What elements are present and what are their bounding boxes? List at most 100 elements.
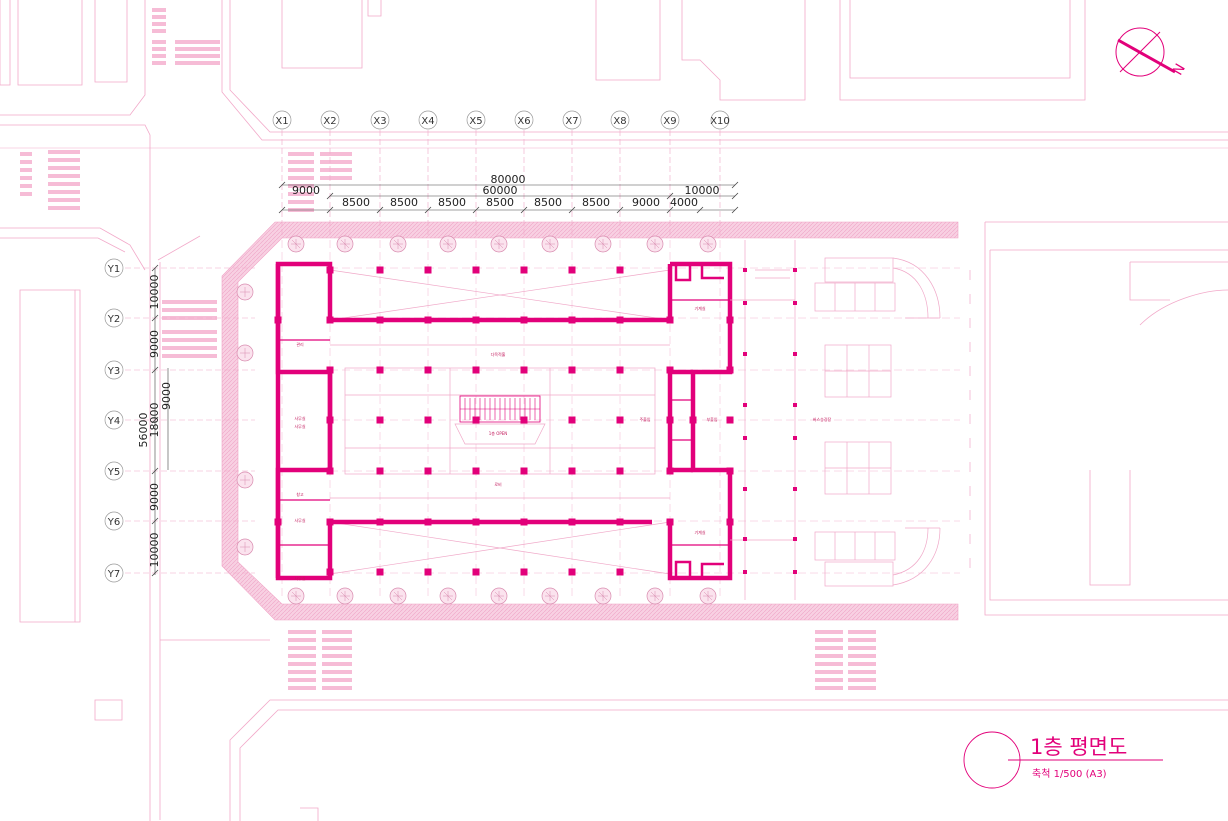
interior-lines [329, 269, 671, 575]
tree [336, 587, 354, 605]
column [666, 416, 674, 424]
dim-right: 10000 [685, 184, 720, 197]
tree [336, 235, 354, 253]
dim-bay-4: 8500 [486, 196, 514, 209]
column [666, 467, 674, 475]
grid-bubble-y [104, 258, 124, 278]
column [616, 266, 624, 274]
column [726, 467, 734, 475]
dim-y5-y6: 9000 [148, 483, 161, 511]
dim-tick [616, 206, 624, 214]
stair-core [460, 398, 540, 420]
dim-y1-y2: 10000 [148, 275, 161, 310]
grid-bubble-x [660, 110, 680, 130]
dim-tick [568, 206, 576, 214]
tree [541, 587, 559, 605]
canopy-area [730, 240, 971, 600]
column [689, 416, 697, 424]
dim-tick [731, 206, 739, 214]
tree [594, 235, 612, 253]
north-arrow: N [1115, 27, 1189, 78]
label-left-a: 관리 [296, 341, 304, 347]
tree [439, 235, 457, 253]
column [520, 518, 528, 526]
column [726, 518, 734, 526]
grid-label-x: X4 [421, 116, 434, 127]
grid-label-y: Y2 [107, 314, 120, 325]
column [326, 416, 334, 424]
dim-tick [151, 264, 159, 272]
grid-label-y: Y4 [107, 416, 120, 427]
crosswalk-left-mid [162, 300, 217, 358]
column [472, 467, 480, 475]
grid-label-y: Y5 [107, 467, 120, 478]
label-left-d: 창고 [296, 491, 304, 497]
dim-middle-y: 18000 [148, 403, 161, 438]
column [424, 316, 432, 324]
column [376, 467, 384, 475]
grid-label-y: Y1 [107, 264, 120, 275]
grid-bubble-y [104, 511, 124, 531]
column [326, 568, 334, 576]
dim-y2-y3: 9000 [148, 330, 161, 358]
tree [490, 235, 508, 253]
dimension-labels: 80000 60000 10000 9000 8500 8500 8500 85… [137, 173, 720, 568]
dim-overall: 80000 [491, 173, 526, 186]
grid-label-y: Y6 [107, 517, 120, 528]
column [274, 518, 282, 526]
grid-label-y: Y7 [107, 569, 120, 580]
grid-bubble-x [418, 110, 438, 130]
tree [236, 344, 254, 362]
column [472, 316, 480, 324]
dim-tick [278, 206, 286, 214]
grid-label-y: Y3 [107, 366, 120, 377]
grid-label-x: X5 [469, 116, 482, 127]
column [726, 416, 734, 424]
grid-bubble-x [466, 110, 486, 130]
street-trees [236, 235, 717, 605]
grid-label-x: X6 [517, 116, 530, 127]
structural-columns [274, 266, 734, 576]
dim-bay-8: 4000 [670, 196, 698, 209]
column [424, 366, 432, 374]
room-labels: 다목적홀 1층 OPEN 로비 관리 사무실 사무실 창고 사무실 사무실 기계… [294, 305, 831, 581]
title-block: 1층 평면도 축척 1/500 (A3) [963, 731, 1163, 789]
column [666, 518, 674, 526]
dim-tick [424, 206, 432, 214]
grid-bubble-x [562, 110, 582, 130]
label-right-b: 기계실 [694, 529, 705, 535]
column [472, 568, 480, 576]
label-left-b: 사무실 [294, 415, 305, 421]
tree [646, 587, 664, 605]
drawing-scale: 축척 1/500 (A3) [1032, 768, 1107, 780]
label-left-c: 사무실 [294, 423, 305, 429]
column [472, 518, 480, 526]
grid-bubble-y [104, 308, 124, 328]
column [568, 518, 576, 526]
grid-bubble-y [104, 461, 124, 481]
column [568, 416, 576, 424]
column [520, 266, 528, 274]
dimension-lines [154, 184, 735, 575]
grid-label-x: X1 [275, 116, 288, 127]
tree [646, 235, 664, 253]
dim-tick [151, 517, 159, 525]
label-bus: 버스승강장 [813, 416, 832, 422]
column [568, 568, 576, 576]
crosswalk-left-street [20, 150, 80, 210]
grid-label-x: X8 [613, 116, 626, 127]
column [616, 366, 624, 374]
dim-tick [278, 181, 286, 189]
column [666, 316, 674, 324]
tree [236, 538, 254, 556]
column [520, 416, 528, 424]
column [326, 518, 334, 526]
dim-bay-2: 8500 [390, 196, 418, 209]
tree [490, 587, 508, 605]
tree [389, 587, 407, 605]
column [616, 416, 624, 424]
column [376, 568, 384, 576]
column [568, 316, 576, 324]
